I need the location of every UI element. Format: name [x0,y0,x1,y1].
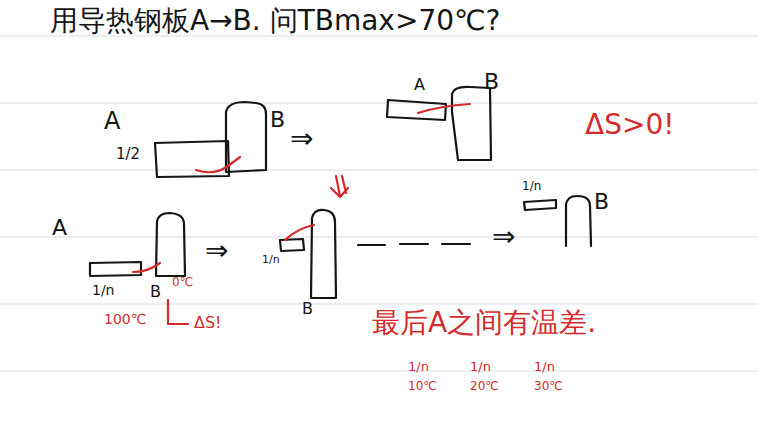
temperature-label: 10℃ [408,380,437,393]
fraction-label: 1/n [522,180,541,193]
note: ΔS! [194,314,222,332]
title: 用导热钢板A→B. 问TBmax>70℃? [50,6,500,37]
arrow-symbol: ⇒ [290,124,313,155]
part-label: B [594,190,609,214]
note: ΔS>0! [585,110,674,141]
fraction-label: 1/n [534,360,555,374]
arrow-symbol: ⇒ [492,222,515,253]
part-label: A [104,108,120,134]
part-label: A [52,216,67,240]
fraction-label: 1/n [408,360,429,374]
fraction-label: 1/2 [116,146,140,163]
temperature-label: 20℃ [470,380,499,393]
temperature-label: 0℃ [172,276,193,289]
part-label: B [484,70,499,94]
part-label: B [302,300,313,318]
part-label: B [270,108,285,132]
fraction-label: 1/n [92,283,115,298]
fraction-label: 1/n [262,254,280,266]
part-label: A [414,76,425,94]
note: 最后A之间有温差. [372,308,596,339]
arrow-symbol: ⇒ [205,236,228,267]
fraction-label: 1/n [470,360,491,374]
temperature-label: 30℃ [534,380,563,393]
temperature-label: 100℃ [104,312,146,327]
part-label: B [150,283,161,301]
